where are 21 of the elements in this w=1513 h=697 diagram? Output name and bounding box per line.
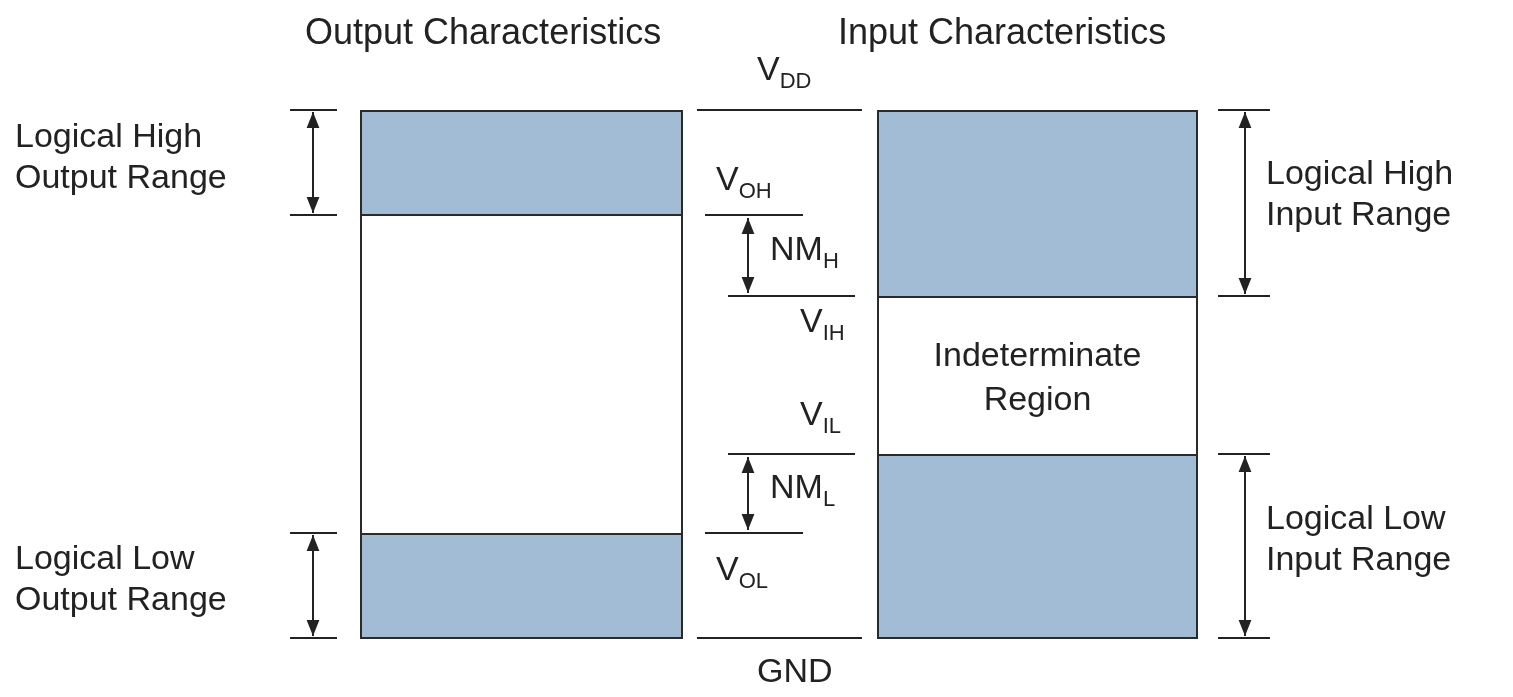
ground-label: GND bbox=[757, 650, 833, 691]
range-label: Logical Low Input Range bbox=[1266, 497, 1453, 579]
range-label: Logical High Input Range bbox=[1266, 152, 1455, 234]
column-heading: Input Characteristics bbox=[838, 10, 1167, 54]
logic-range-band bbox=[360, 533, 683, 639]
voltage-label: V$_{IL}$ bbox=[800, 393, 842, 440]
logic-range-band bbox=[877, 454, 1198, 639]
logic-range-band bbox=[877, 110, 1198, 298]
voltage-label: V$_{IH}$ bbox=[800, 300, 845, 347]
range-label: Logical Low Output Range bbox=[15, 537, 228, 619]
voltage-label: V$_{OL}$ bbox=[716, 548, 769, 595]
undefined-band bbox=[360, 214, 683, 535]
region-label: Indeterminate Region bbox=[932, 333, 1143, 419]
margin-label: NM$_{H}$ bbox=[770, 228, 839, 275]
region-band bbox=[877, 296, 1198, 456]
voltage-label: V$_{OH}$ bbox=[716, 158, 772, 205]
logic-range-band bbox=[360, 110, 683, 216]
column-heading: Output Characteristics bbox=[305, 10, 662, 54]
margin-label: NM$_{L}$ bbox=[770, 466, 836, 513]
voltage-label: V$_{DD}$ bbox=[757, 48, 812, 95]
range-label: Logical High Output Range bbox=[15, 115, 228, 197]
